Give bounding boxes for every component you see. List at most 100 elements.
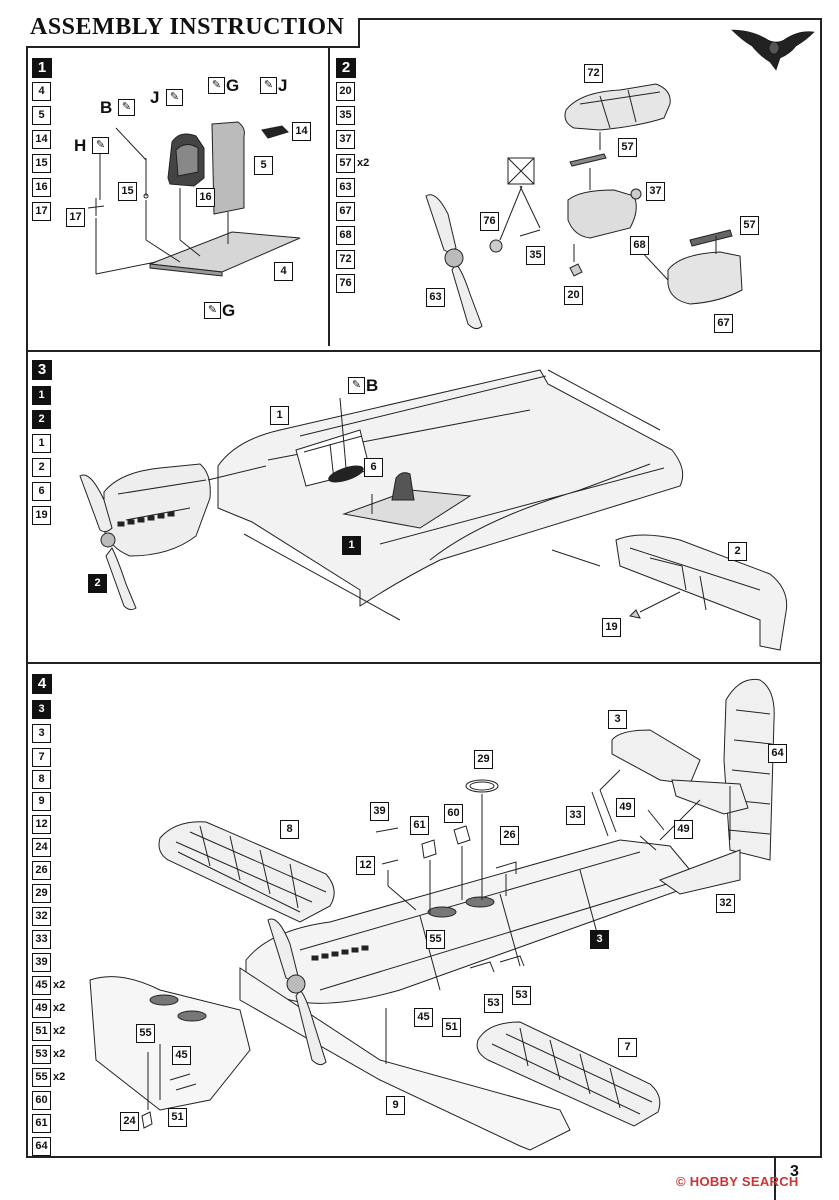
step2-callout-72: 72 bbox=[584, 64, 603, 83]
step4-callout-3: 3 bbox=[608, 710, 627, 729]
step2-part-68: 68 bbox=[336, 226, 355, 245]
step1-label-B: B bbox=[100, 98, 113, 117]
step2-callout-76: 76 bbox=[480, 212, 499, 231]
step4-part-39: 39 bbox=[32, 953, 51, 972]
step3-callout-6: 6 bbox=[364, 458, 383, 477]
brush-icon: ✎ bbox=[260, 77, 277, 94]
step4-part-55: 55 bbox=[32, 1068, 51, 1087]
step4-callout-8: 8 bbox=[280, 820, 299, 839]
step4-part-49: 49 bbox=[32, 999, 51, 1018]
step2-part-63: 63 bbox=[336, 178, 355, 197]
step2-part-67: 67 bbox=[336, 202, 355, 221]
step2-part-37: 37 bbox=[336, 130, 355, 149]
step2-callout-37: 37 bbox=[646, 182, 665, 201]
step2-part-20: 20 bbox=[336, 82, 355, 101]
step4-callout-32: 32 bbox=[716, 894, 735, 913]
step4-callout-53a: 53 bbox=[484, 994, 503, 1013]
step4-callout-sub3: 3 bbox=[590, 930, 609, 949]
divider-row2 bbox=[26, 662, 822, 664]
step4-callout-39: 39 bbox=[370, 802, 389, 821]
pagenum-box-top bbox=[774, 1156, 822, 1158]
step1-label-G2: G bbox=[222, 301, 236, 320]
step4-qty-49: x2 bbox=[53, 1002, 66, 1014]
step4-part-64: 64 bbox=[32, 1137, 51, 1156]
brush-icon: ✎ bbox=[118, 99, 135, 116]
step4-part-3: 3 bbox=[32, 724, 51, 743]
step3-part-19: 19 bbox=[32, 506, 51, 525]
step4-callout-51b: 51 bbox=[168, 1108, 187, 1127]
step4-part-12: 12 bbox=[32, 815, 51, 834]
step3-callout-sub1: 1 bbox=[342, 536, 361, 555]
frame-top bbox=[358, 18, 822, 20]
frame-right-mid bbox=[820, 350, 822, 662]
step-2-badge: 2 bbox=[336, 58, 356, 78]
step1-part-14: 14 bbox=[32, 130, 51, 149]
step4-callout-9: 9 bbox=[386, 1096, 405, 1115]
step4-callout-49a: 49 bbox=[616, 798, 635, 817]
brush-icon: ✎ bbox=[204, 302, 221, 319]
step4-sub-3: 3 bbox=[32, 700, 51, 719]
step2-callout-35: 35 bbox=[526, 246, 545, 265]
step4-callout-55: 55 bbox=[426, 930, 445, 949]
step1-callout-17: 17 bbox=[66, 208, 85, 227]
step4-callout-12: 12 bbox=[356, 856, 375, 875]
step4-callout-7: 7 bbox=[618, 1038, 637, 1057]
step3-callout-1: 1 bbox=[270, 406, 289, 425]
step4-part-45: 45 bbox=[32, 976, 51, 995]
step-3-badge: 3 bbox=[32, 360, 52, 380]
step4-part-51: 51 bbox=[32, 1022, 51, 1041]
step4-callout-61: 61 bbox=[410, 816, 429, 835]
step2-callout-63: 63 bbox=[426, 288, 445, 307]
brush-icon: ✎ bbox=[348, 377, 365, 394]
step4-callout-64: 64 bbox=[768, 744, 787, 763]
step4-qty-51: x2 bbox=[53, 1025, 66, 1037]
step1-callout-16: 16 bbox=[196, 188, 215, 207]
step3-part-1: 1 bbox=[32, 434, 51, 453]
step4-callout-29: 29 bbox=[474, 750, 493, 769]
step1-callout-4: 4 bbox=[274, 262, 293, 281]
step2-callout-57a: 57 bbox=[618, 138, 637, 157]
step-1-badge: 1 bbox=[32, 58, 52, 78]
step4-qty-55: x2 bbox=[53, 1071, 66, 1083]
step3-sub-1: 1 bbox=[32, 386, 51, 405]
frame-right-lower bbox=[820, 662, 822, 1158]
step1-label-H: H bbox=[74, 136, 87, 155]
step4-part-8: 8 bbox=[32, 770, 51, 789]
brush-icon: ✎ bbox=[208, 77, 225, 94]
step2-callout-67: 67 bbox=[714, 314, 733, 333]
step1-callout-5: 5 bbox=[254, 156, 273, 175]
step4-part-9: 9 bbox=[32, 792, 51, 811]
step1-part-15: 15 bbox=[32, 154, 51, 173]
step4-part-32: 32 bbox=[32, 907, 51, 926]
step1-part-4: 4 bbox=[32, 82, 51, 101]
watermark: © HOBBY SEARCH bbox=[676, 1174, 799, 1189]
step4-callout-45b: 45 bbox=[172, 1046, 191, 1065]
step1-label-J1: J bbox=[150, 88, 160, 107]
step4-callout-53b: 53 bbox=[512, 986, 531, 1005]
step1-label-G1: G bbox=[226, 76, 240, 95]
step4-part-24: 24 bbox=[32, 838, 51, 857]
page-title: ASSEMBLY INSTRUCTION bbox=[30, 14, 345, 40]
step3-part-2: 2 bbox=[32, 458, 51, 477]
pagenum-box-left bbox=[774, 1156, 776, 1200]
step4-callout-26: 26 bbox=[500, 826, 519, 845]
step4-callout-51: 51 bbox=[442, 1018, 461, 1037]
step4-part-29: 29 bbox=[32, 884, 51, 903]
step1-label-J2: J bbox=[278, 76, 288, 95]
step1-callout-14: 14 bbox=[292, 122, 311, 141]
step1-callout-15: 15 bbox=[118, 182, 137, 201]
step4-part-33: 33 bbox=[32, 930, 51, 949]
frame-left bbox=[26, 46, 28, 1158]
step3-callout-19: 19 bbox=[602, 618, 621, 637]
step4-part-61: 61 bbox=[32, 1114, 51, 1133]
step4-part-26: 26 bbox=[32, 861, 51, 880]
step4-callout-49b: 49 bbox=[674, 820, 693, 839]
step2-callout-57b: 57 bbox=[740, 216, 759, 235]
step4-part-53: 53 bbox=[32, 1045, 51, 1064]
step4-qty-45: x2 bbox=[53, 979, 66, 991]
brush-icon: ✎ bbox=[166, 89, 183, 106]
step4-part-7: 7 bbox=[32, 748, 51, 767]
step2-part-35: 35 bbox=[336, 106, 355, 125]
step3-label-B: B bbox=[366, 376, 379, 395]
step2-callout-68: 68 bbox=[630, 236, 649, 255]
